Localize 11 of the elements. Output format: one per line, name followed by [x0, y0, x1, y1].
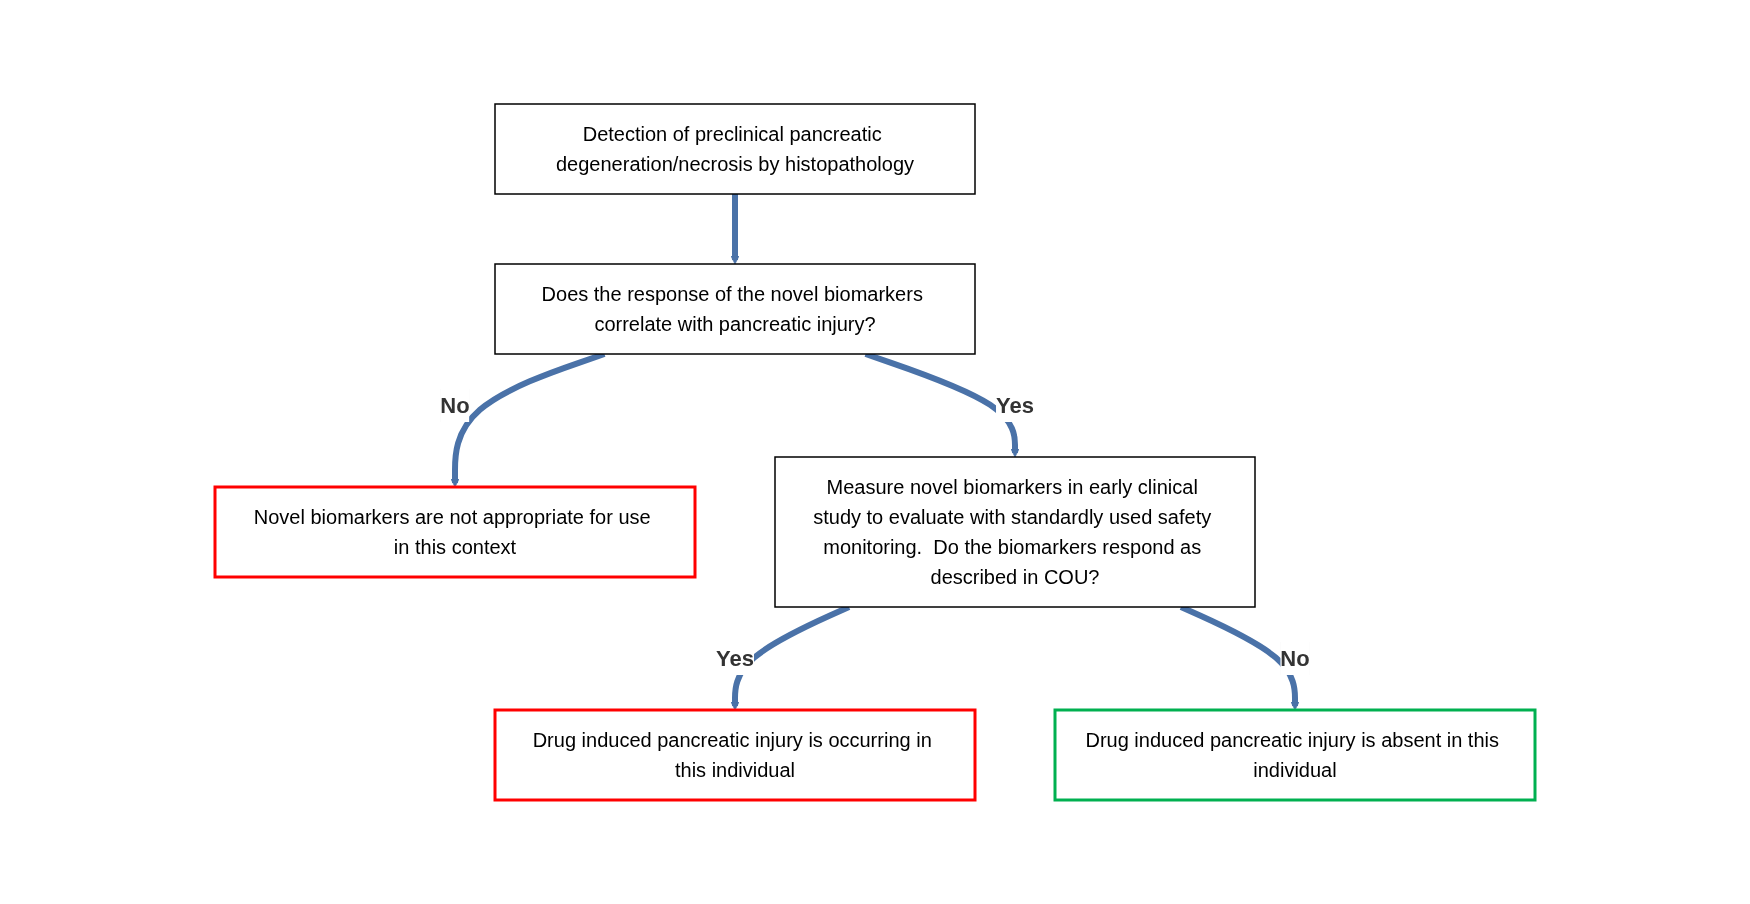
edge-label: Yes — [996, 393, 1034, 418]
edge-label: No — [440, 393, 470, 418]
node-box: Measure novel biomarkers in early clinical study to evaluate with standardly used safety monitoring. Do the biomarkers respond as described in COU? — [774, 456, 1256, 608]
edge-label: Yes — [716, 646, 754, 671]
node-box: Drug induced pancreatic injury is absent in this individual — [1053, 708, 1537, 802]
node-box: Novel biomarkers are not appropriate for use in this context — [213, 485, 697, 579]
node-box: Detection of preclinical pancreatic degeneration/necrosis by histopathology — [494, 103, 976, 195]
node-box: Does the response of the novel biomarkers correlate with pancreatic injury? — [494, 263, 976, 355]
edge-label: No — [1280, 646, 1310, 671]
arrow — [730, 194, 740, 265]
node-box: Drug induced pancreatic injury is occurring in this individual — [493, 708, 977, 802]
